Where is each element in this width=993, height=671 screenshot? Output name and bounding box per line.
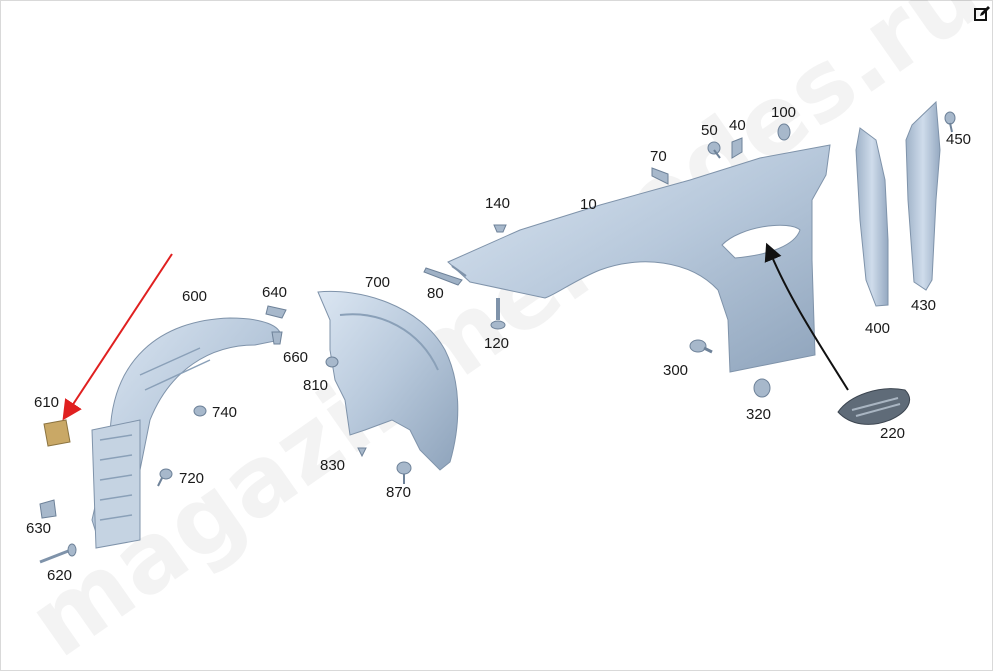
part-140-clip[interactable]: [493, 224, 507, 233]
part-320-nut[interactable]: [753, 378, 771, 398]
callout-810: 810: [303, 377, 328, 394]
red-arrow: [62, 253, 173, 421]
part-720-screw[interactable]: [157, 468, 173, 487]
part-430-strip[interactable]: [905, 100, 941, 291]
part-450-screw[interactable]: [944, 111, 956, 133]
part-830-clip[interactable]: [357, 447, 367, 458]
callout-870: 870: [386, 484, 411, 501]
part-400-strip[interactable]: [855, 127, 889, 307]
part-40-bracket[interactable]: [731, 137, 743, 159]
part-660-clip[interactable]: [271, 331, 283, 345]
callout-400: 400: [865, 320, 890, 337]
black-arrow: [764, 242, 849, 391]
part-700-liner-rear[interactable]: [317, 290, 459, 471]
part-610-pad[interactable]: [43, 419, 71, 447]
part-80-bracket[interactable]: [423, 267, 463, 286]
callout-10: 10: [580, 196, 597, 213]
callout-610: 610: [34, 394, 59, 411]
part-870-screw[interactable]: [396, 461, 412, 484]
callout-450: 450: [946, 131, 971, 148]
callout-120: 120: [484, 335, 509, 352]
callout-40: 40: [729, 117, 746, 134]
callout-830: 830: [320, 457, 345, 474]
callout-630: 630: [26, 520, 51, 537]
callout-640: 640: [262, 284, 287, 301]
callout-620: 620: [47, 567, 72, 584]
callout-220: 220: [880, 425, 905, 442]
edit-button[interactable]: [972, 4, 992, 24]
part-600-liner-front[interactable]: [91, 317, 282, 549]
callout-660: 660: [283, 349, 308, 366]
callout-100: 100: [771, 104, 796, 121]
callout-600: 600: [182, 288, 207, 305]
part-50-clip[interactable]: [707, 141, 721, 159]
callout-50: 50: [701, 122, 718, 139]
part-620-rivet[interactable]: [39, 543, 77, 564]
callout-700: 700: [365, 274, 390, 291]
part-70-bracket[interactable]: [651, 167, 669, 185]
callout-320: 320: [746, 406, 771, 423]
part-120-bolt[interactable]: [490, 298, 506, 330]
part-640-bracket[interactable]: [265, 305, 287, 319]
part-810-clip[interactable]: [325, 356, 339, 368]
callout-430: 430: [911, 297, 936, 314]
part-220-grille[interactable]: [837, 388, 910, 425]
part-100-nut[interactable]: [777, 123, 791, 141]
callout-740: 740: [212, 404, 237, 421]
callout-140: 140: [485, 195, 510, 212]
part-630-clip[interactable]: [39, 499, 57, 519]
edit-icon: [974, 6, 990, 21]
part-fender[interactable]: [447, 144, 831, 373]
callout-300: 300: [663, 362, 688, 379]
callout-80: 80: [427, 285, 444, 302]
part-740-clip[interactable]: [193, 405, 207, 417]
callout-70: 70: [650, 148, 667, 165]
part-300-screw[interactable]: [689, 339, 713, 354]
callout-720: 720: [179, 470, 204, 487]
